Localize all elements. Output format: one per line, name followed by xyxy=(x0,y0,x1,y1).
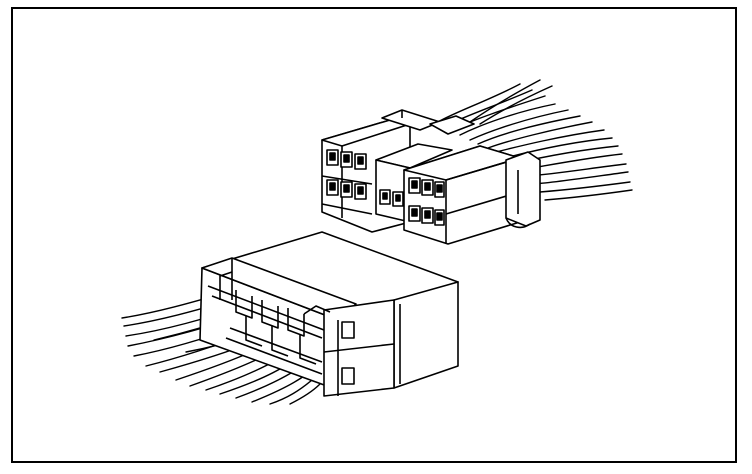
upper-side-latch xyxy=(505,151,541,229)
lower-cavities xyxy=(207,271,331,375)
upper-lock-tab xyxy=(381,109,475,135)
figure-border xyxy=(11,7,737,463)
upper-connector xyxy=(321,109,541,245)
lower-front-rail xyxy=(201,257,357,321)
upper-center-bridge xyxy=(375,143,453,223)
lower-connector xyxy=(199,231,459,397)
lower-side-block xyxy=(393,281,459,389)
upper-left-housing xyxy=(321,119,411,233)
upper-right-housing xyxy=(403,145,521,245)
